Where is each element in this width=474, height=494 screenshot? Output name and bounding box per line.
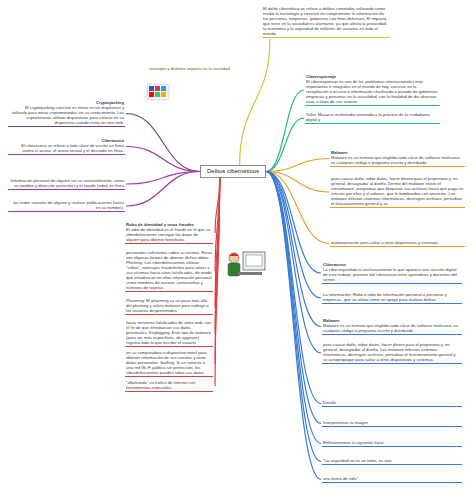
topic-body: El cryptojacking consiste en minar en un… — [9, 105, 124, 125]
branch-line — [126, 147, 200, 172]
topic-text: personales suficientes sobre su víctima.… — [125, 250, 213, 292]
topic-body: Detalle. — [323, 400, 461, 405]
topic-text: automatización para saltar a otros dispo… — [330, 240, 465, 247]
topic-text: “La seguridad no es un tema, es una — [322, 458, 462, 465]
branch-line — [266, 172, 321, 462]
topic-body: una forma de vida” — [323, 476, 461, 481]
topic-heading: Ciberespionaje — [306, 74, 439, 79]
topic-text: El delito cibernético se refiere a delit… — [262, 6, 390, 38]
branch-line — [126, 172, 200, 207]
branch-line — [266, 172, 321, 404]
topic-text: CiberacosoLa ciberseguridad es exclusiva… — [322, 262, 462, 284]
topic-heading: Robo de identidad y otros fraudes — [126, 222, 212, 227]
branch-line — [266, 172, 321, 424]
topic-body: Malware es un término que engloba toda c… — [331, 155, 464, 165]
topic-body: hacia versiones falsificadas de sitios w… — [126, 320, 212, 345]
topic-text: Tallin: Masacre multimedia orientada a l… — [305, 112, 440, 124]
topic-body: Reflexionemos la siguiente frase — [323, 440, 461, 445]
branch-line — [215, 178, 220, 386]
topic-text: hacia versiones falsificadas de sitios w… — [125, 320, 213, 347]
topic-text: Reflexionemos la siguiente frase — [322, 440, 462, 447]
topic-body: las redes sociales de alguien y realizar… — [9, 200, 124, 210]
topic-body: El delito cibernético se refiere a delit… — [263, 6, 389, 36]
topic-text: para causar daño, robar datos, hacer din… — [322, 342, 462, 364]
branch-line — [266, 90, 304, 172]
hacker-cartoon — [228, 252, 265, 276]
topic-body: Delitos cibernéticos — [207, 168, 259, 175]
branch-line — [266, 172, 321, 274]
branch-line — [126, 172, 200, 185]
branch-line — [240, 39, 270, 165]
topic-body: El ciberacoso se refiere a toda clase de… — [9, 143, 124, 153]
social-icons — [147, 84, 169, 100]
branch-line — [266, 159, 329, 172]
topic-text: MalwareMalware es un término que engloba… — [330, 150, 465, 167]
topic-heading: Cryptojacking — [9, 100, 124, 105]
topic-text: para causar daño, robar datos, hacer din… — [330, 176, 465, 208]
topic-body: “olfateando” su tráfico de internet con … — [126, 380, 212, 390]
topic-body: La información: Robo o robo de informaci… — [323, 292, 461, 302]
branch-line — [266, 172, 321, 299]
topic-heading: Malware — [323, 318, 461, 323]
topic-text: una forma de vida” — [322, 476, 462, 483]
branch-label: concepto y distintos impacto en la socie… — [148, 66, 258, 71]
topic-text: las redes sociales de alguien y realizar… — [8, 200, 125, 212]
topic-text: MalwareMalware es un término que engloba… — [322, 318, 462, 335]
branch-line — [266, 172, 321, 444]
topic-body: Información personal de alguien sin su c… — [9, 178, 124, 188]
topic-text: CryptojackingEl cryptojacking consiste e… — [8, 100, 125, 127]
topic-heading: Ciberacoso — [323, 262, 461, 267]
topic-text: Detalle. — [322, 400, 462, 407]
topic-body: El robo de identidad es el fraude en el … — [126, 227, 212, 242]
topic-body: personales suficientes sobre su víctima.… — [126, 250, 212, 290]
topic-text: en su computadora o dispositivo móvil pa… — [125, 350, 213, 377]
topic-heading: Ciberacoso — [9, 138, 124, 143]
branch-line — [266, 118, 304, 172]
topic-text: CiberacosoEl ciberacoso se refiere a tod… — [8, 138, 125, 155]
topic-body: en su computadora o dispositivo móvil pa… — [126, 350, 212, 375]
topic-body: Pharming: El pharming va un paso más all… — [126, 298, 212, 313]
topic-text: Información personal de alguien sin su c… — [8, 178, 125, 190]
topic-text: Pharming: El pharming va un paso más all… — [125, 298, 213, 315]
topic-body: Interpretemos la imagen — [323, 420, 461, 425]
topic-body: automatización para saltar a otros dispo… — [331, 240, 464, 245]
topic-body: Malware es un término que engloba toda c… — [323, 323, 461, 333]
topic-text: “olfateando” su tráfico de internet con … — [125, 380, 213, 392]
topic-body: El ciberespionaje es uno de los problema… — [306, 79, 439, 104]
topic-body: para causar daño, robar datos, hacer din… — [331, 176, 464, 206]
branch-line — [266, 172, 321, 480]
topic-heading: Malware — [331, 150, 464, 155]
topic-text: Robo de identidad y otros fraudesEl robo… — [125, 222, 213, 244]
topic-body: “La seguridad no es un tema, es una — [323, 458, 461, 463]
central-topic: Delitos cibernéticos — [200, 165, 266, 178]
topic-text: CiberespionajeEl ciberespionaje es uno d… — [305, 74, 440, 106]
topic-text: La información: Robo o robo de informaci… — [322, 292, 462, 304]
topic-text: Interpretemos la imagen — [322, 420, 462, 427]
topic-body: para causar daño, robar datos, hacer din… — [323, 342, 461, 362]
branch-line — [126, 114, 200, 172]
topic-body: Tallin: Masacre multimedia orientada a l… — [306, 112, 439, 122]
topic-body: La ciberseguridad es exclusivamente lo q… — [323, 267, 461, 282]
